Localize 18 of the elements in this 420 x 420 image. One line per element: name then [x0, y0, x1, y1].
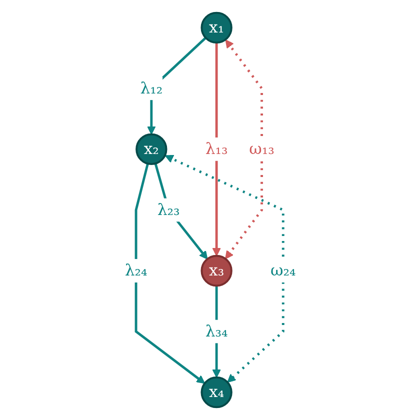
arrow	[224, 40, 263, 260]
arrow	[154, 163, 208, 260]
node-circle: x₁	[200, 12, 232, 44]
arrow	[146, 36, 206, 135]
node-circle: x₂	[135, 133, 167, 166]
node-circle: x₃	[200, 254, 232, 287]
edge-label: λ₃₄	[205, 322, 228, 340]
edge-label: λ₁₂	[140, 78, 162, 98]
edge-label: λ₂₄	[124, 261, 147, 280]
arrow	[134, 163, 205, 384]
arrow	[212, 286, 221, 378]
edge-label: ω₁₃	[248, 139, 274, 158]
arrow	[212, 42, 221, 256]
arrow	[164, 154, 284, 383]
edge-label: λ₁₃	[205, 139, 228, 158]
edge-label: ω₂₄	[270, 261, 296, 280]
edge-label: λ₂₃	[157, 200, 180, 219]
node-circle: x₄	[200, 376, 232, 408]
